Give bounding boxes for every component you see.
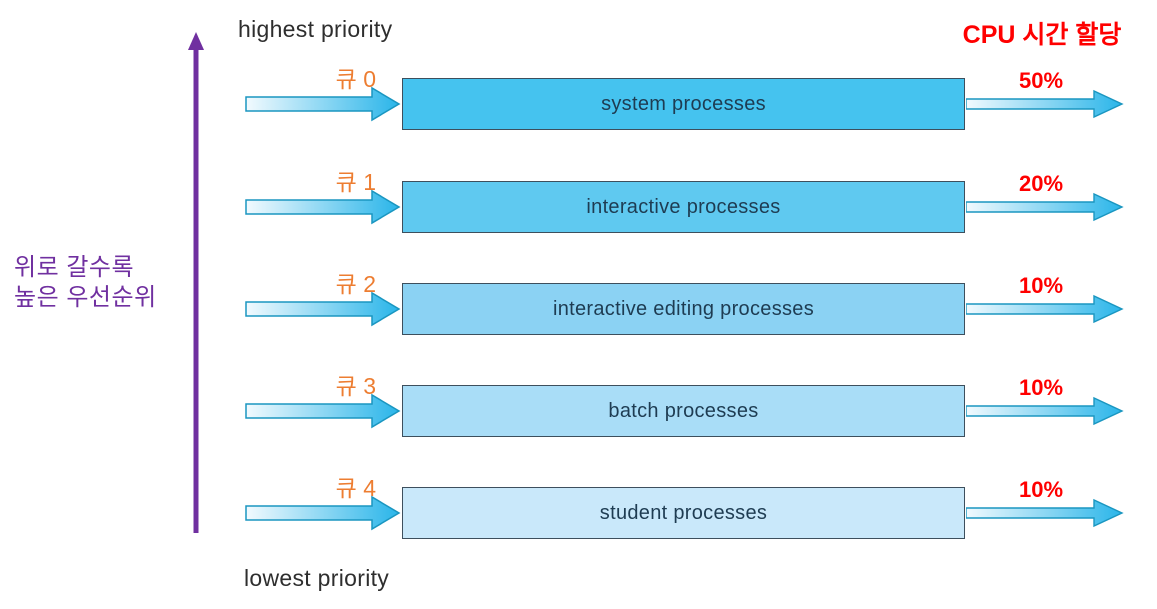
cpu-share-label-2: 10% [1018, 273, 1064, 298]
queue-box-1: interactive processes [402, 181, 965, 233]
queue-box-4: student processes [402, 487, 965, 539]
input-arrow-icon [245, 291, 401, 327]
output-arrow-icon [966, 396, 1124, 426]
cpu-share-label-4: 10% [1018, 477, 1064, 502]
queue-label-4: 큐 4 [335, 475, 376, 501]
cpu-share-label-3: 10% [1018, 375, 1064, 400]
input-arrow-icon [245, 495, 401, 531]
queue-box-label-0: system processes [601, 92, 766, 115]
queue-label-2: 큐 2 [335, 271, 376, 297]
priority-side-note: 위로 갈수록 높은 우선순위 [14, 253, 157, 313]
priority-side-note-line2: 높은 우선순위 [14, 284, 157, 311]
output-arrow-icon [966, 192, 1124, 222]
cpu-allocation-title: CPU 시간 할당 [962, 21, 1122, 49]
output-arrow-icon [966, 294, 1124, 324]
queue-box-0: system processes [402, 78, 965, 130]
cpu-share-label-0: 50% [1018, 68, 1064, 93]
input-arrow-icon [245, 86, 401, 122]
cpu-share-label-1: 20% [1018, 171, 1064, 196]
queue-box-2: interactive editing processes [402, 283, 965, 335]
input-arrow-icon [245, 189, 401, 225]
output-arrow-icon [966, 498, 1124, 528]
highest-priority-label: highest priority [238, 16, 393, 42]
queue-box-label-1: interactive processes [586, 195, 781, 218]
output-arrow-icon [966, 89, 1124, 119]
lowest-priority-label: lowest priority [244, 565, 390, 591]
queue-label-3: 큐 3 [335, 373, 376, 399]
queue-box-label-4: student processes [599, 501, 768, 524]
priority-axis-arrow-icon [188, 32, 204, 533]
queue-label-0: 큐 0 [335, 66, 376, 92]
queue-box-label-3: batch processes [608, 399, 759, 422]
priority-side-note-line1: 위로 갈수록 [14, 254, 135, 281]
queue-box-label-2: interactive editing processes [552, 297, 815, 320]
input-arrow-icon [245, 393, 401, 429]
queue-box-3: batch processes [402, 385, 965, 437]
queue-label-1: 큐 1 [335, 169, 376, 195]
